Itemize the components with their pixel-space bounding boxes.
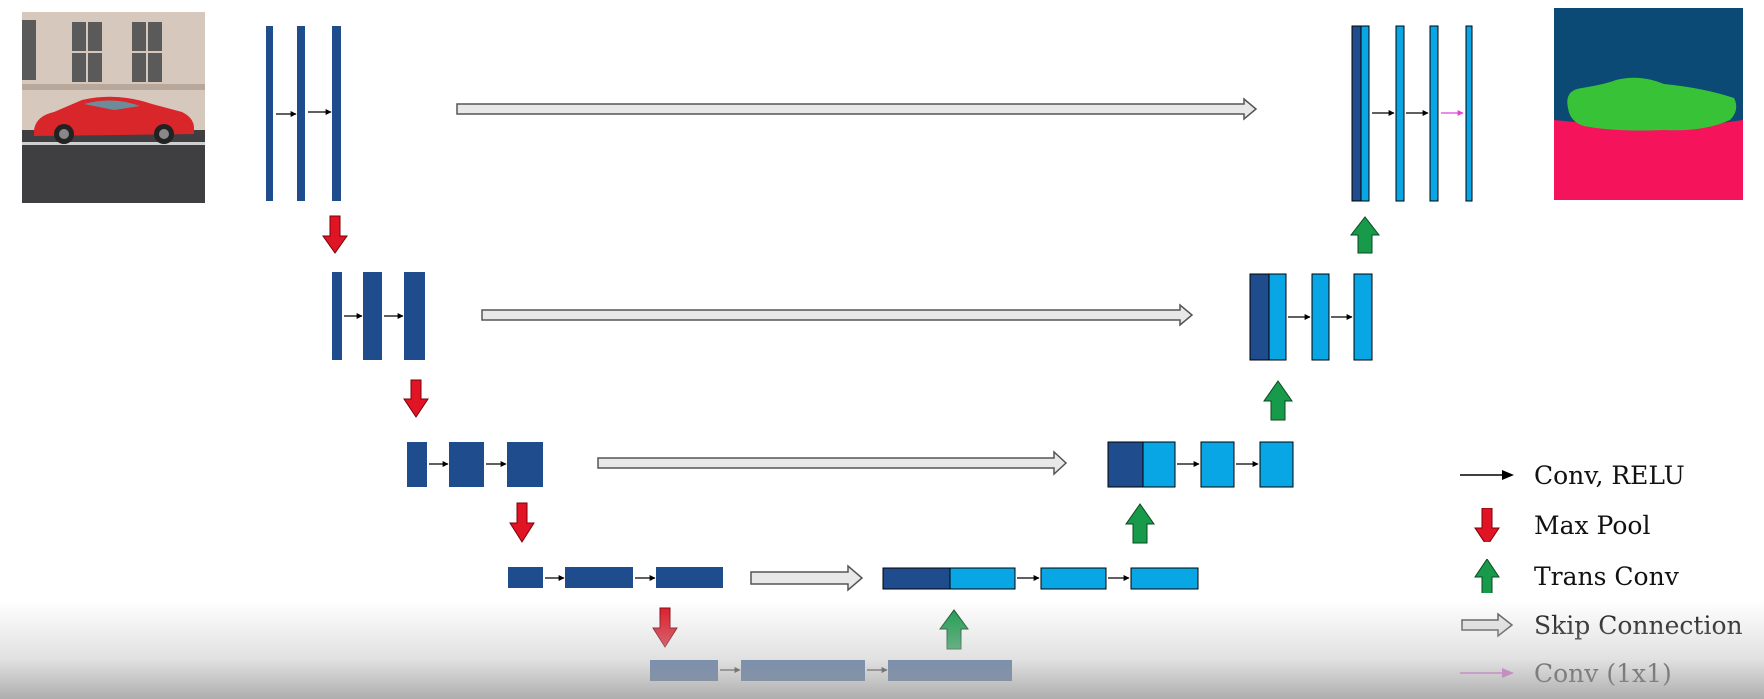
encoder-block bbox=[508, 567, 543, 588]
decoder-block bbox=[1130, 567, 1199, 590]
encoder-block bbox=[266, 26, 273, 201]
legend-label: Max Pool bbox=[1534, 510, 1651, 540]
legend-item-max-pool: Max Pool bbox=[1458, 508, 1650, 542]
output-segmentation-map bbox=[1554, 8, 1743, 200]
decoder-block bbox=[1465, 25, 1473, 202]
magenta-arrow-icon bbox=[1460, 668, 1514, 678]
green-up-arrow-icon bbox=[1474, 559, 1500, 593]
max-pool-arrow bbox=[403, 379, 429, 418]
skip-connection-arrow bbox=[481, 303, 1194, 327]
decoder-block bbox=[1311, 273, 1330, 361]
decoder-block bbox=[1268, 273, 1287, 361]
encoder-block bbox=[332, 26, 341, 201]
bottleneck bbox=[650, 660, 1012, 681]
encoder-block bbox=[449, 442, 484, 487]
encoder-level-3 bbox=[407, 442, 543, 487]
legend-item-trans-conv: Trans Conv bbox=[1458, 559, 1679, 593]
trans-conv-arrow bbox=[1125, 503, 1155, 544]
decoder-block bbox=[1259, 441, 1294, 488]
copied-block bbox=[882, 567, 951, 590]
black-arrow-icon bbox=[1460, 470, 1514, 480]
bottleneck-block bbox=[888, 660, 1012, 681]
legend-item-skip-connection: Skip Connection bbox=[1458, 608, 1743, 642]
skip-connection-arrow bbox=[750, 564, 864, 592]
conv-arrows bbox=[276, 109, 332, 117]
legend-label: Trans Conv bbox=[1534, 561, 1679, 591]
encoder-block bbox=[297, 26, 305, 201]
copied-block bbox=[1249, 273, 1270, 361]
encoder-block bbox=[565, 567, 633, 588]
encoder-level-4 bbox=[508, 567, 723, 588]
decoder-level-3 bbox=[1107, 441, 1294, 488]
trans-conv-arrow bbox=[1349, 216, 1381, 254]
decoder-block bbox=[1353, 273, 1373, 361]
decoder-block bbox=[1395, 25, 1405, 202]
max-pool-arrow bbox=[509, 502, 535, 543]
copied-block bbox=[1351, 25, 1362, 202]
copied-block bbox=[1107, 441, 1144, 488]
encoder-block bbox=[332, 272, 342, 360]
legend-label: Skip Connection bbox=[1534, 610, 1743, 640]
encoder-block bbox=[404, 272, 425, 360]
input-image bbox=[22, 12, 205, 203]
bottleneck-block bbox=[741, 660, 865, 681]
decoder-block bbox=[1040, 567, 1107, 590]
skip-connection-arrow bbox=[597, 450, 1068, 476]
seg-road bbox=[1554, 120, 1743, 200]
decoder-block bbox=[949, 567, 1016, 590]
encoder-block bbox=[407, 442, 427, 487]
encoder-block bbox=[507, 442, 543, 487]
encoder-level-2 bbox=[332, 272, 425, 360]
max-pool-arrow bbox=[322, 215, 348, 254]
red-down-arrow-icon bbox=[1474, 508, 1500, 542]
encoder-block bbox=[656, 567, 723, 588]
decoder-level-1 bbox=[1351, 25, 1473, 202]
encoder-level-1 bbox=[266, 26, 341, 201]
decoder-level-4 bbox=[882, 567, 1199, 590]
decoder-block bbox=[1360, 25, 1370, 202]
decoder-block bbox=[1429, 25, 1439, 202]
trans-conv-arrow bbox=[939, 609, 969, 650]
legend-label: Conv (1x1) bbox=[1534, 658, 1672, 688]
skip-connection-arrow bbox=[456, 97, 1258, 121]
legend-item-conv: Conv, RELU bbox=[1458, 458, 1685, 492]
hollow-gray-arrow-icon bbox=[1461, 612, 1514, 638]
seg-car bbox=[1567, 77, 1737, 131]
trans-conv-arrow bbox=[1263, 380, 1293, 421]
encoder-block bbox=[363, 272, 382, 360]
decoder-block bbox=[1142, 441, 1176, 488]
bottleneck-block bbox=[650, 660, 718, 681]
max-pool-arrow bbox=[652, 607, 678, 648]
decoder-level-2 bbox=[1249, 273, 1373, 361]
legend-item-conv-1x1: Conv (1x1) bbox=[1458, 656, 1672, 690]
legend-label: Conv, RELU bbox=[1534, 460, 1685, 490]
decoder-block bbox=[1200, 441, 1235, 488]
